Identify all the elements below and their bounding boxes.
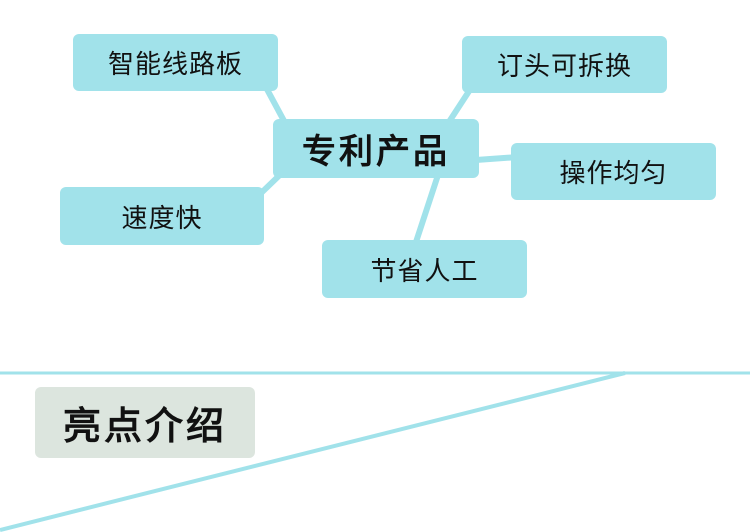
mindmap-center-node: 专利产品 bbox=[273, 119, 479, 178]
mindmap-branch-4: 节省人工 bbox=[322, 240, 527, 298]
connector-center-to-branch-4 bbox=[412, 172, 441, 248]
mindmap-branch-3: 操作均匀 bbox=[511, 143, 716, 200]
mindmap-branch-1: 智能线路板 bbox=[73, 34, 278, 91]
section-title: 亮点介绍 bbox=[35, 387, 255, 458]
mindmap-branch-2: 订头可拆换 bbox=[462, 36, 667, 93]
divider-diagonal-line bbox=[0, 371, 626, 532]
mindmap-branch-5: 速度快 bbox=[60, 187, 264, 245]
